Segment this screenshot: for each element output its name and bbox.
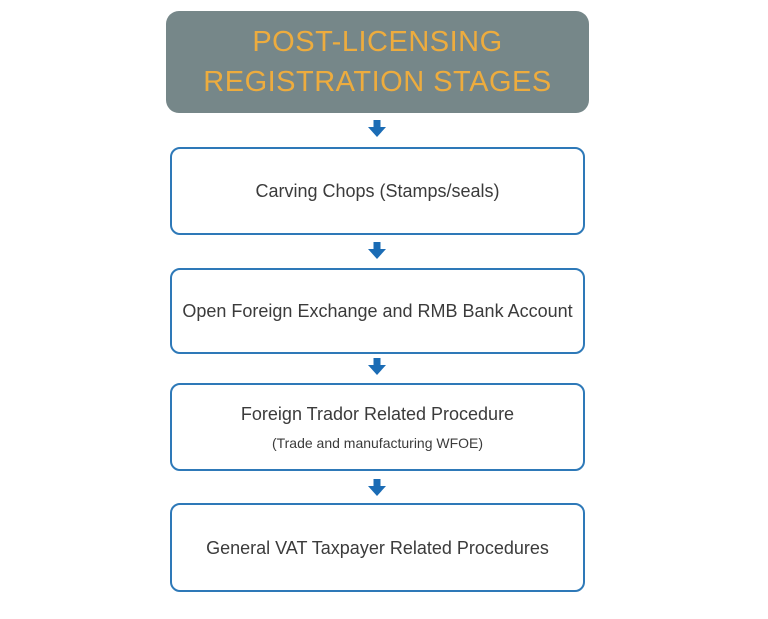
stage-label: Open Foreign Exchange and RMB Bank Accou… — [182, 301, 573, 321]
stage-box-carving-chops: Carving Chops (Stamps/seals) — [170, 147, 585, 235]
stage-box-vat-taxpayer: General VAT Taxpayer Related Procedures — [170, 503, 585, 592]
stage-sublabel: (Trade and manufacturing WFOE) — [271, 435, 484, 451]
title-box: POST-LICENSING REGISTRATION STAGES — [166, 11, 589, 113]
down-arrow-icon — [368, 358, 386, 375]
page-title-line-1: POST-LICENSING — [252, 26, 503, 58]
down-arrow-icon — [368, 242, 386, 259]
down-arrow-icon — [368, 479, 386, 496]
down-arrow-icon — [368, 120, 386, 137]
stage-label: General VAT Taxpayer Related Procedures — [206, 537, 549, 558]
stage-label: Carving Chops (Stamps/seals) — [255, 181, 500, 201]
stage-box-foreign-trador: Foreign Trador Related Procedure (Trade … — [170, 383, 585, 471]
stage-box-bank-account: Open Foreign Exchange and RMB Bank Accou… — [170, 268, 585, 354]
stage-label: Foreign Trador Related Procedure — [240, 404, 515, 424]
page-title-line-2: REGISTRATION STAGES — [203, 66, 552, 98]
